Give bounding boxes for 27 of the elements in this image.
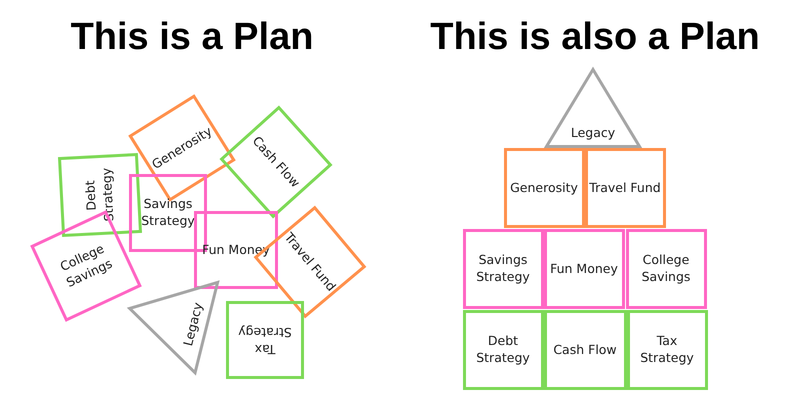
category-box <box>58 152 142 238</box>
category-box <box>626 310 708 390</box>
heading: This is a Plan <box>70 16 314 59</box>
box-label: Cash Flow <box>553 342 617 358</box>
triangle-shape <box>545 68 641 148</box>
box-label: Tax Strategy <box>639 333 695 367</box>
box-label: Legacy <box>180 300 206 348</box>
box-label: Savings Strategy <box>140 196 196 230</box>
box-label: Tax Strategy <box>237 324 293 357</box>
category-box <box>504 148 584 228</box>
category-box <box>220 106 332 218</box>
category-box <box>544 229 624 309</box>
box-label: Generosity <box>510 180 578 196</box>
box-label: Travel Fund <box>589 180 661 196</box>
category-box <box>584 148 666 228</box>
category-box <box>626 229 706 309</box>
category-box <box>194 211 278 289</box>
box-label: Savings Strategy <box>475 252 531 286</box>
category-box <box>544 310 626 390</box>
box-label: College Savings <box>640 252 692 286</box>
category-box <box>462 310 544 390</box>
category-box <box>226 301 304 379</box>
box-label: Debt Strategy <box>475 333 531 367</box>
heading: This is also a Plan <box>430 16 760 59</box>
box-label: Legacy <box>570 125 616 142</box>
category-box <box>462 229 544 309</box>
box-label: Fun Money <box>550 260 618 278</box>
